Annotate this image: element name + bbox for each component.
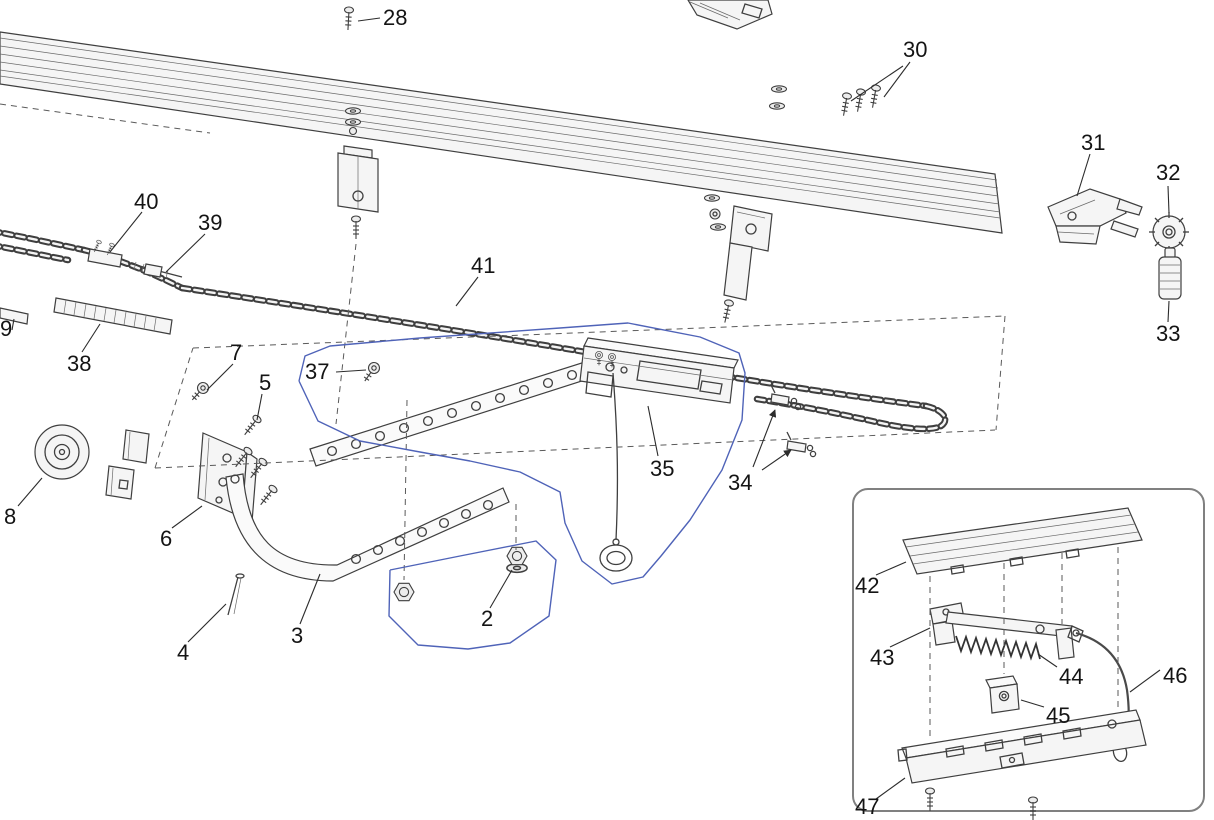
coupling-33 bbox=[1158, 247, 1182, 300]
washer bbox=[768, 102, 786, 110]
release-cord-handle bbox=[599, 372, 633, 572]
trolley-35 bbox=[579, 337, 739, 404]
chain-spreader-38 bbox=[53, 297, 173, 335]
part-label-2: 2 bbox=[481, 606, 493, 631]
spring-44 bbox=[955, 634, 1041, 661]
part-label-30: 30 bbox=[903, 37, 927, 62]
hanger-screw bbox=[350, 215, 362, 240]
part-label-31: 31 bbox=[1081, 130, 1105, 155]
dashed-guides bbox=[0, 103, 1006, 581]
part-label-28: 28 bbox=[383, 5, 407, 30]
idler-bracket bbox=[703, 194, 773, 325]
clipped-part-9 bbox=[0, 307, 29, 325]
part-labels: 28 30 31 32 33 41 40 39 38 9 8 7 5 37 6 … bbox=[0, 5, 1187, 819]
washer bbox=[344, 107, 362, 115]
washer bbox=[770, 85, 788, 93]
part-label-46: 46 bbox=[1163, 663, 1187, 688]
part-label-43: 43 bbox=[870, 645, 894, 670]
part-label-38: 38 bbox=[67, 351, 91, 376]
nut-2 bbox=[506, 546, 528, 566]
kit-outline-arm-trolley bbox=[298, 322, 746, 585]
part-label-7: 7 bbox=[230, 340, 242, 365]
part-label-45: 45 bbox=[1046, 703, 1070, 728]
part-label-39: 39 bbox=[198, 210, 222, 235]
inset-box bbox=[852, 488, 1205, 820]
kit-outlines bbox=[298, 322, 746, 650]
clevis-bolt-7 bbox=[187, 379, 212, 405]
clevis-pin-4 bbox=[227, 573, 245, 616]
screw-30 bbox=[838, 91, 853, 118]
part-label-32: 32 bbox=[1156, 160, 1180, 185]
rail-housing-47 bbox=[897, 709, 1147, 784]
clipped-top-bracket bbox=[687, 0, 773, 30]
arm-trolley-assembly bbox=[309, 337, 817, 572]
rail bbox=[0, 31, 1003, 234]
chain-tensioner bbox=[0, 239, 183, 335]
curved-door-arm-3 bbox=[225, 473, 510, 582]
hanger-bracket bbox=[337, 145, 379, 213]
part-label-44: 44 bbox=[1059, 664, 1083, 689]
kit-outline-nuts bbox=[388, 540, 557, 650]
nut bbox=[348, 126, 358, 136]
spacer-block-45 bbox=[985, 675, 1020, 714]
part-label-6: 6 bbox=[160, 526, 172, 551]
pulley-8 bbox=[34, 424, 90, 480]
master-link-40 bbox=[87, 248, 123, 268]
leader-lines bbox=[11, 17, 1170, 800]
part-label-37: 37 bbox=[305, 359, 329, 384]
part-label-35: 35 bbox=[650, 456, 674, 481]
part-label-33: 33 bbox=[1156, 321, 1180, 346]
part-label-42: 42 bbox=[855, 573, 879, 598]
arm-bolt-37 bbox=[359, 359, 383, 385]
part-label-3: 3 bbox=[291, 623, 303, 648]
part-label-47: 47 bbox=[855, 794, 879, 819]
cover-plate-42 bbox=[902, 507, 1143, 575]
left-parts bbox=[34, 379, 528, 616]
nut-2 bbox=[393, 582, 415, 602]
latch-assembly-31 bbox=[1047, 188, 1143, 245]
release-lever bbox=[945, 611, 1084, 660]
clip-pieces bbox=[105, 429, 150, 500]
part-label-34: 34 bbox=[728, 470, 752, 495]
part-label-41: 41 bbox=[471, 253, 495, 278]
part-label-8: 8 bbox=[4, 504, 16, 529]
threaded-rod-39 bbox=[127, 261, 183, 279]
rail-hardware bbox=[337, 0, 882, 325]
chain-bolts-34 bbox=[770, 384, 817, 458]
sprocket-32 bbox=[1149, 212, 1189, 252]
part-label-9: 9 bbox=[0, 316, 12, 341]
right-parts bbox=[1047, 188, 1189, 300]
part-label-40: 40 bbox=[134, 189, 158, 214]
screw-28 bbox=[342, 6, 355, 31]
washer bbox=[344, 118, 362, 126]
part-label-5: 5 bbox=[259, 370, 271, 395]
part-label-4: 4 bbox=[177, 640, 189, 665]
